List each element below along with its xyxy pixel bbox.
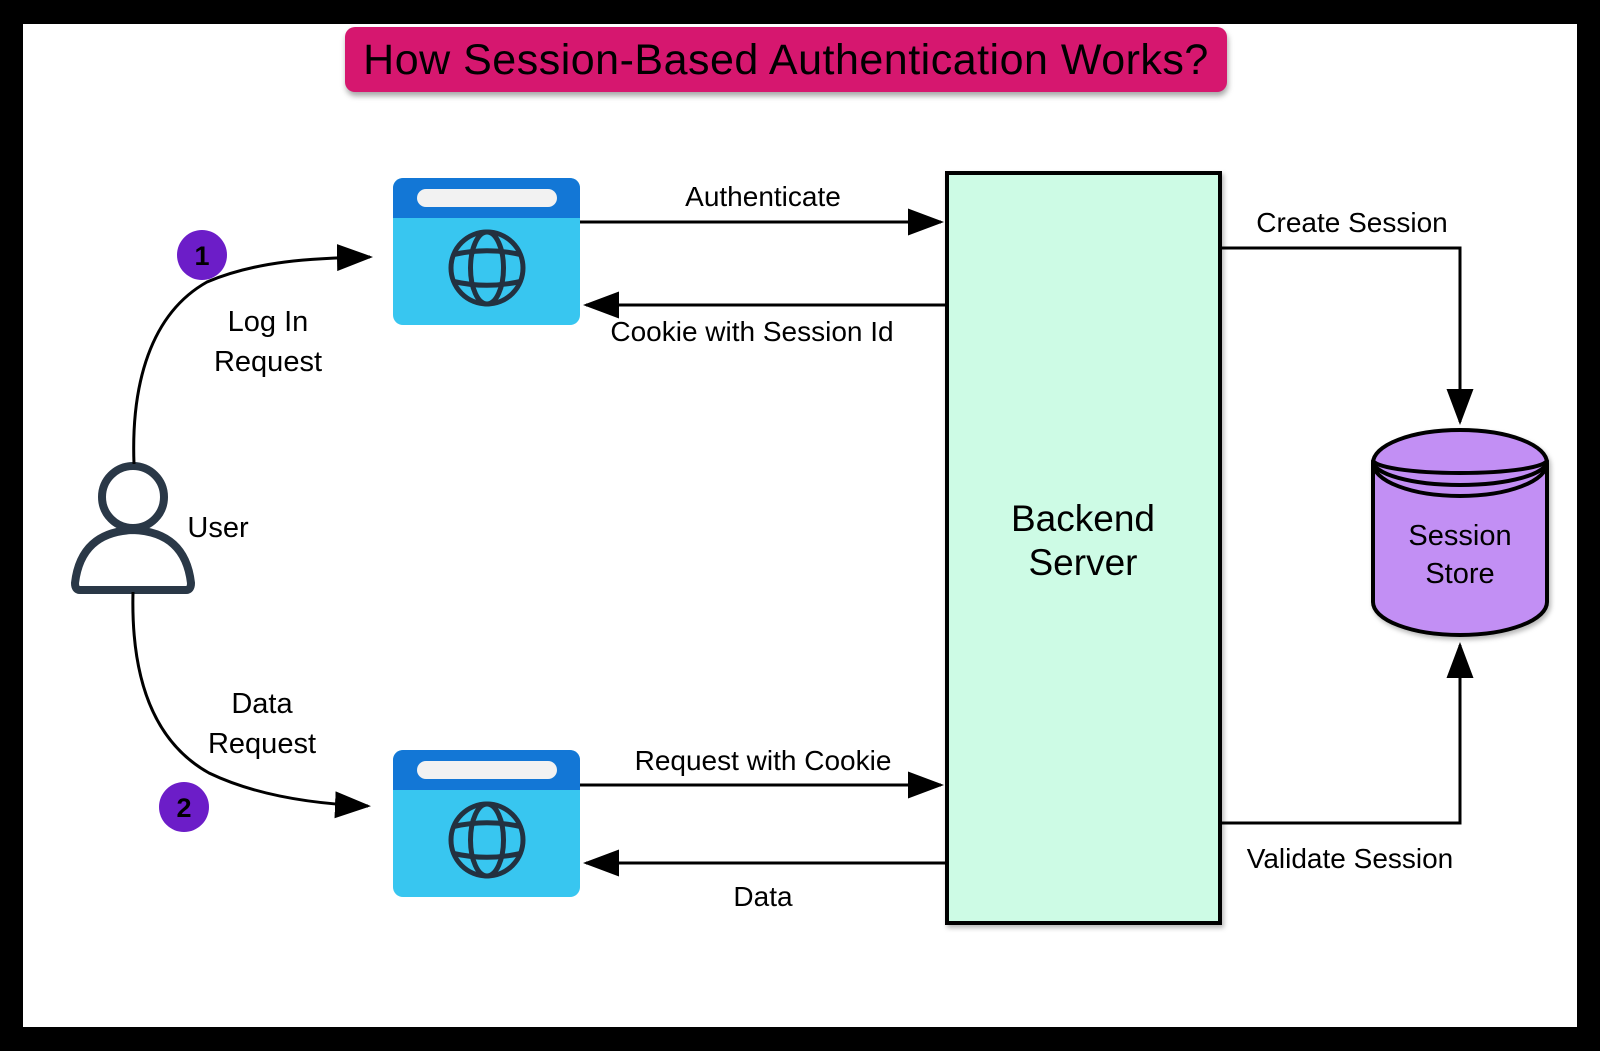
globe-icon — [448, 229, 526, 307]
diagram-canvas — [23, 24, 1577, 1027]
step-1-badge: 1 — [177, 230, 227, 280]
session-store-label-line1: Session — [1408, 520, 1511, 552]
authenticate-label: Authenticate — [685, 181, 841, 212]
data-label: Data — [733, 881, 793, 912]
session-store-ring-1 — [1371, 459, 1549, 475]
backend-server-label-line1: Backend — [1011, 498, 1155, 539]
session-store-ring-2 — [1371, 460, 1549, 487]
step-2-badge-circle — [159, 782, 209, 832]
backend-server-node: Backend Server — [945, 171, 1222, 925]
backend-server-label-line2: Server — [1029, 542, 1138, 583]
login-request-arrow — [132, 244, 373, 465]
user-label: User — [187, 512, 249, 544]
step-1-number: 1 — [194, 241, 209, 271]
session-store-label-line2: Store — [1425, 558, 1494, 590]
browser-icon-top — [393, 178, 580, 325]
user-body — [71, 526, 195, 594]
user-head — [98, 462, 168, 532]
step-1-label-line2: Request — [214, 346, 322, 378]
step-2-label-line1: Data — [231, 688, 293, 720]
browser-icon-bottom — [393, 750, 580, 897]
globe-icon — [448, 801, 526, 879]
validate-session-label: Validate Session — [1247, 843, 1454, 874]
diagram-title: How Session-Based Authentication Works? — [363, 36, 1209, 84]
user-icon — [71, 462, 195, 594]
step-1-label-line1: Log In — [228, 306, 309, 338]
request-with-cookie-label: Request with Cookie — [635, 745, 892, 776]
cookie-with-session-id-label: Cookie with Session Id — [610, 316, 893, 347]
validate-session-arrow — [1220, 642, 1474, 825]
create-session-label: Create Session — [1256, 207, 1447, 238]
data-request-arrow — [131, 591, 371, 819]
session-store-node: Session Store — [1371, 428, 1549, 637]
step-2-number: 2 — [176, 793, 191, 823]
browser-bottom-urlbar — [417, 761, 557, 779]
title-banner: How Session-Based Authentication Works? — [345, 27, 1227, 92]
step-2-label-line2: Request — [208, 728, 316, 760]
backend-server-rect — [945, 171, 1222, 925]
step-2-badge: 2 — [159, 782, 209, 832]
title-banner-rect — [345, 27, 1227, 92]
session-store-ring-3 — [1371, 462, 1549, 498]
browser-top-urlbar — [417, 189, 557, 207]
step-1-badge-circle — [177, 230, 227, 280]
create-session-arrow — [1220, 246, 1474, 425]
